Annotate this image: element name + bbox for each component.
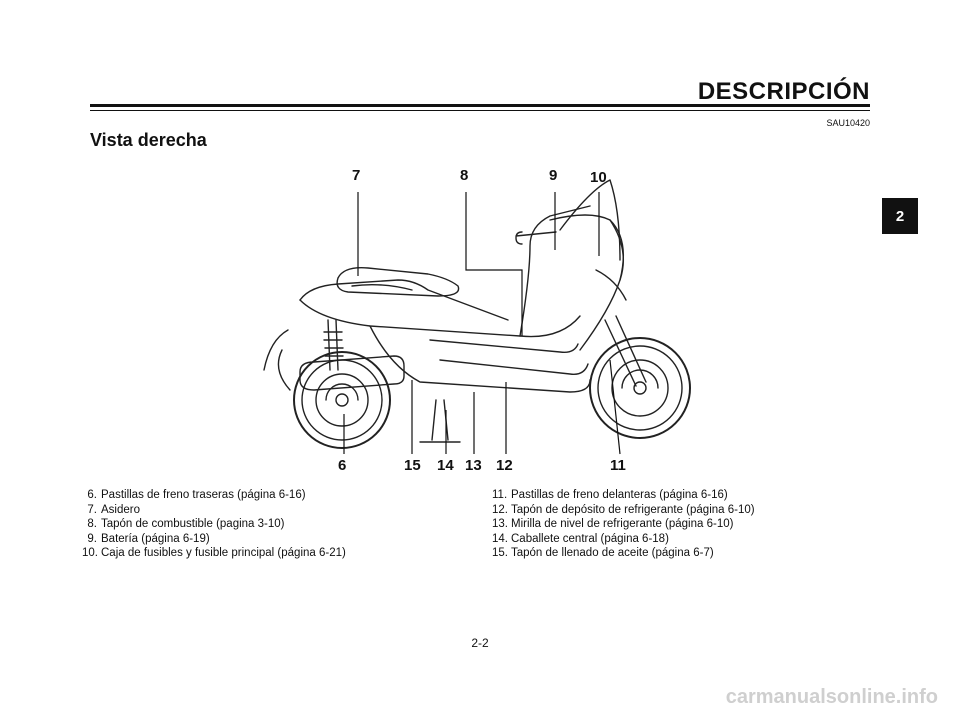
callout-14: 14 [437, 457, 454, 474]
callout-9: 9 [549, 167, 558, 184]
page-title: DESCRIPCIÓN [697, 78, 870, 105]
legend-list-right: 11.Pastillas de freno delanteras (página… [492, 488, 755, 561]
callout-10: 10 [590, 169, 607, 186]
list-item: 15.Tapón de llenado de aceite (página 6-… [492, 547, 714, 559]
list-item: 10.Caja de fusibles y fusible principal … [82, 547, 346, 559]
list-item: 14.Caballete central (página 6-18) [492, 532, 669, 545]
list-item: 12.Tapón de depósito de refrigerante (pá… [492, 503, 755, 516]
callout-7: 7 [352, 167, 361, 184]
header-rule-thin [90, 110, 870, 111]
legend-list-left: 6.Pastillas de freno traseras (página 6-… [82, 488, 346, 561]
callout-13: 13 [465, 457, 482, 474]
section-title: Vista derecha [90, 130, 207, 150]
leader-11 [609, 359, 621, 455]
list-item: 7.Asidero [87, 503, 140, 516]
list-item: 11.Pastillas de freno delanteras (página… [492, 489, 728, 501]
scooter-diagram: 7 8 9 10 6 15 14 13 12 11 [260, 160, 700, 480]
windscreen [559, 179, 621, 261]
callout-15: 15 [404, 457, 421, 474]
leader-8 [465, 192, 523, 336]
rear-wheel [293, 351, 391, 449]
watermark: carmanualsonline.info [725, 686, 938, 708]
list-item: 9.Batería (página 6-19) [87, 532, 210, 545]
list-item: 6.Pastillas de freno traseras (página 6-… [87, 489, 306, 501]
chapter-tab[interactable]: 2 [882, 198, 918, 234]
scooter-illustration [263, 179, 691, 455]
callout-6: 6 [338, 457, 347, 474]
list-item: 13.Mirilla de nivel de refrigerante (pág… [492, 518, 734, 530]
callout-11: 11 [610, 457, 626, 474]
page-number: 2-2 [471, 636, 489, 650]
header-rule-thick [90, 104, 870, 107]
callout-8: 8 [460, 167, 469, 184]
list-item: 8.Tapón de combustible (pagina 3-10) [87, 518, 285, 530]
section-code: SAU10420 [826, 118, 870, 128]
front-wheel [589, 337, 691, 439]
callout-12: 12 [496, 457, 513, 474]
